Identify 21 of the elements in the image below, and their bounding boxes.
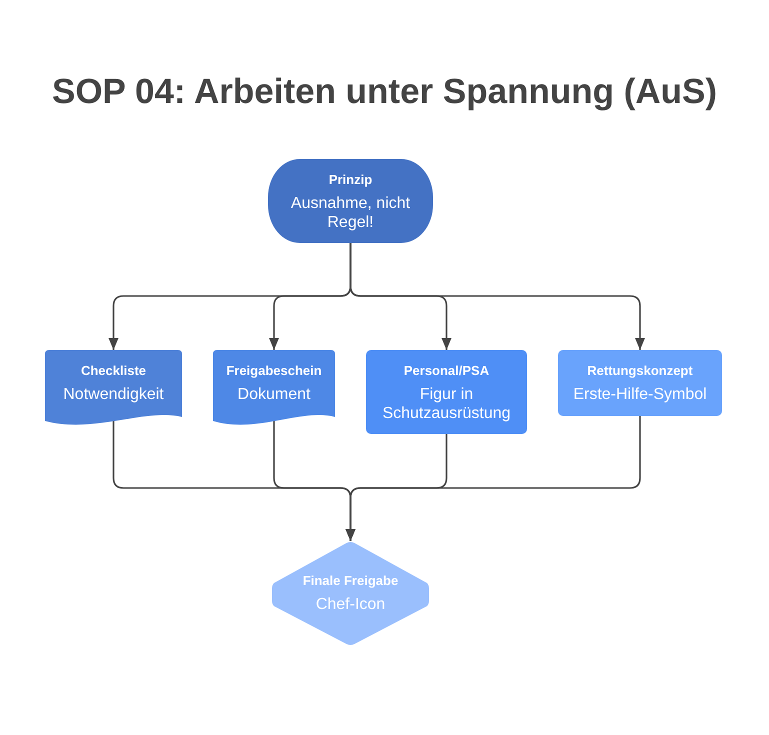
document-shape — [45, 350, 182, 426]
node-heading: Rettungskonzept — [587, 363, 693, 379]
terminal-shape — [268, 159, 433, 243]
process-box — [558, 350, 722, 416]
node-heading: Checkliste — [80, 363, 146, 379]
arrow — [350, 243, 645, 350]
node-text: Dokument — [238, 385, 310, 404]
node-text: Notwendigkeit — [63, 385, 164, 404]
diagram-title: SOP 04: Arbeiten unter Spannung (AuS) — [50, 72, 718, 112]
document-shape — [213, 350, 335, 426]
node-text: Chef-Icon — [316, 595, 386, 614]
process-box — [366, 350, 527, 434]
node-heading: Freigabeschein — [226, 363, 322, 379]
node-text: Ausnahme, nicht Regel! — [290, 194, 412, 232]
arrow — [346, 416, 641, 541]
node-heading: Prinzip — [328, 172, 372, 188]
node-heading: Personal/PSA — [404, 363, 490, 379]
node-text: Erste-Hilfe-Symbol — [573, 385, 707, 404]
node-heading: Finale Freigabe — [302, 573, 398, 589]
node-text: Figur in Schutzausrüstung — [381, 385, 512, 423]
hexagon-shape — [272, 541, 429, 646]
